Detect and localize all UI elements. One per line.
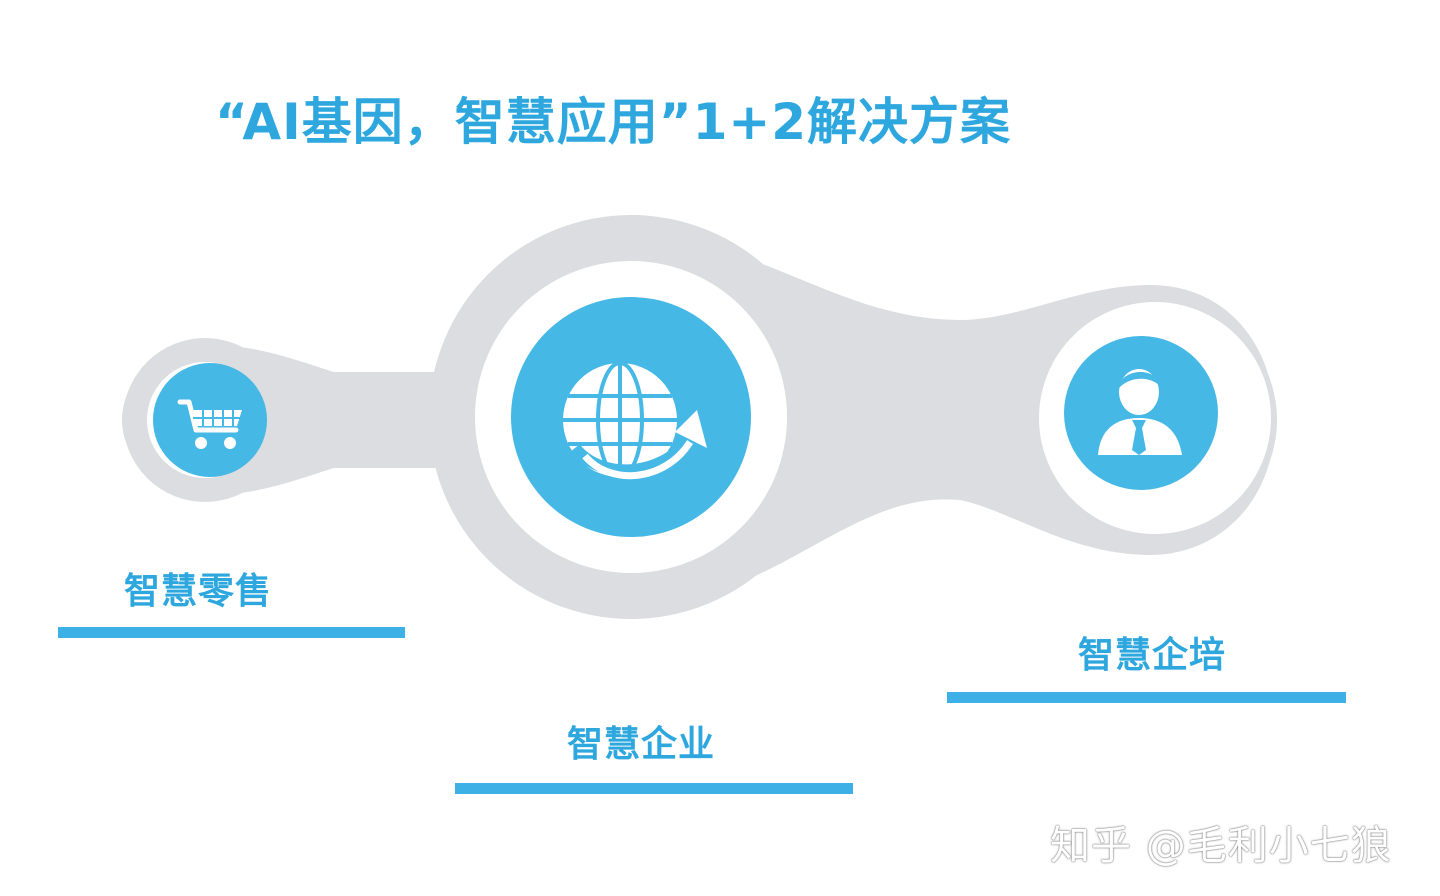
globe-arrow-icon bbox=[563, 361, 707, 480]
node-label-retail: 智慧零售 bbox=[124, 571, 273, 612]
node-label-training: 智慧企培 bbox=[1078, 635, 1227, 676]
watermark: 知乎 @毛利小七狼 bbox=[1050, 823, 1392, 869]
shopping-cart-icon bbox=[177, 399, 242, 449]
training-underline-bar bbox=[947, 692, 1346, 703]
enterprise-underline-bar bbox=[455, 783, 853, 794]
retail-underline-bar bbox=[58, 627, 405, 638]
person-business-icon bbox=[1098, 369, 1182, 455]
node-label-enterprise: 智慧企业 bbox=[567, 724, 716, 765]
page-title: “AI基因，智慧应用”1+2解决方案 bbox=[215, 93, 1012, 151]
